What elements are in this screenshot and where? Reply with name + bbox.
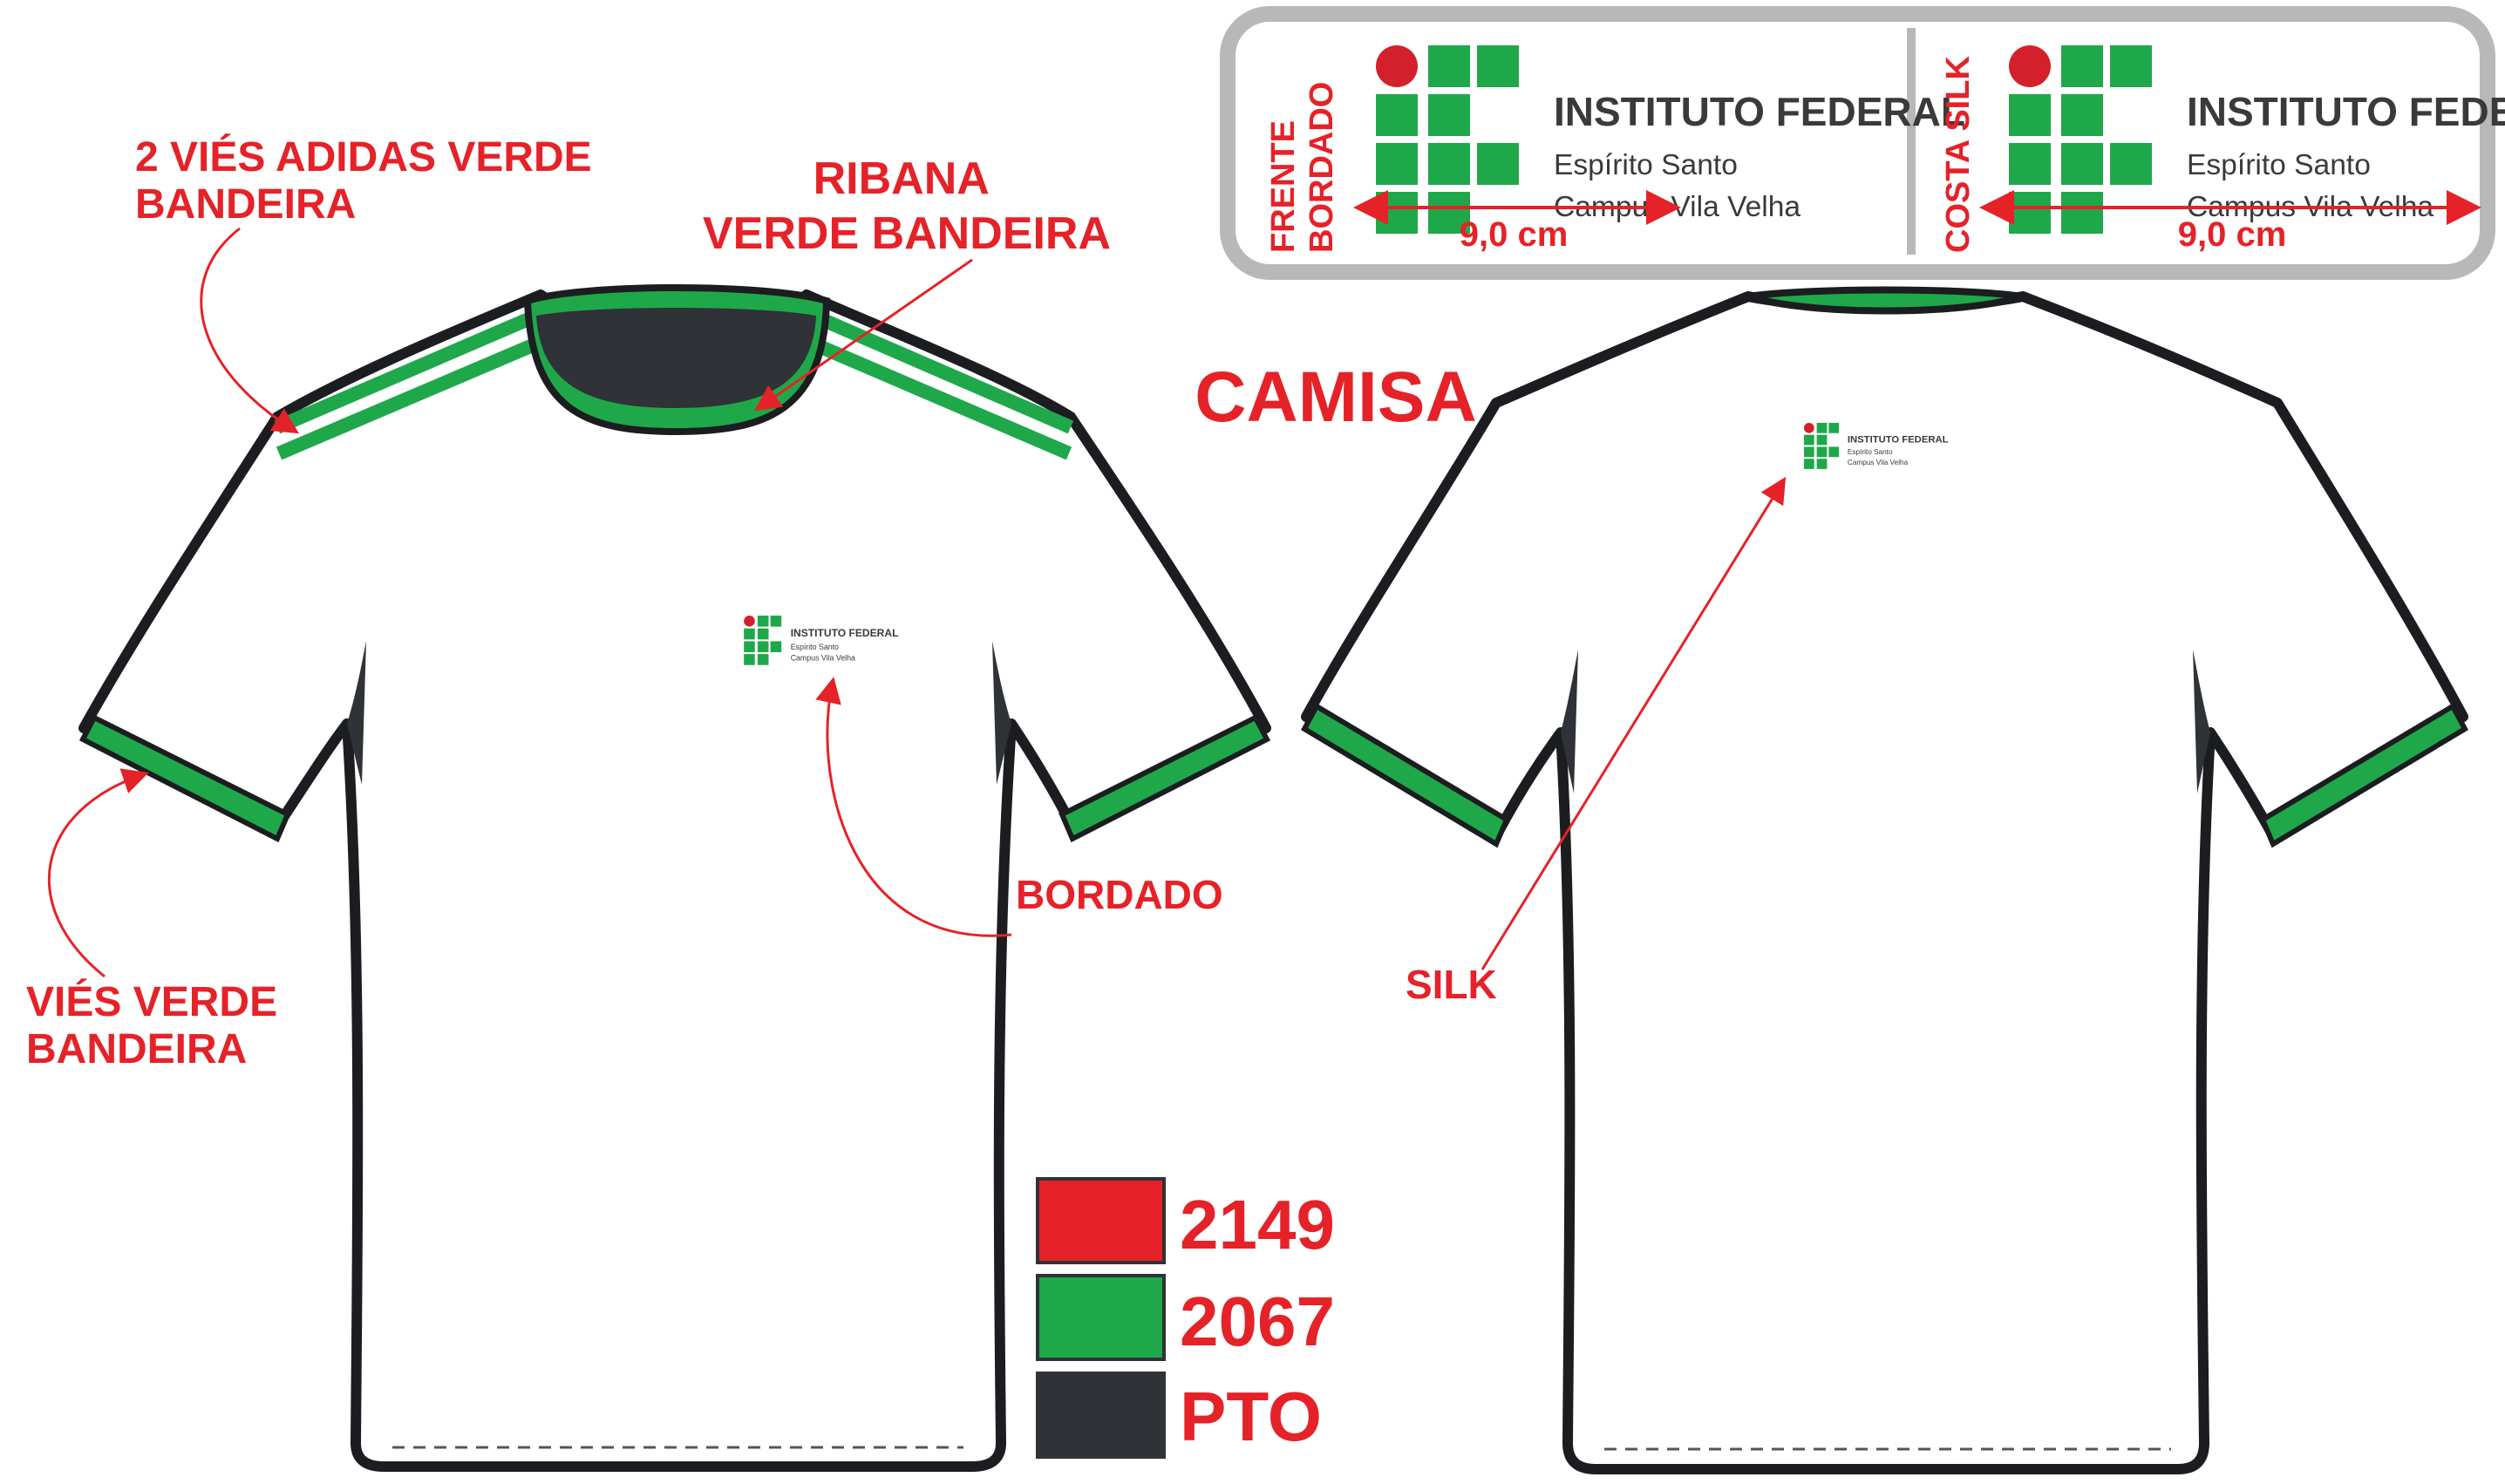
diagram-title: CAMISA	[1195, 357, 1476, 437]
back-width-label: 9,0 cm	[2178, 215, 2287, 254]
callout-shoulder-stripes: 2 VIÉS ADIDAS VERDE BANDEIRA	[135, 133, 603, 434]
callout-collar-label: RIBANA VERDE BANDEIRA	[703, 153, 1111, 259]
legend-swatch-black	[1036, 1372, 1166, 1459]
callout-embroidery-label: BORDADO	[1016, 872, 1223, 917]
callout-shoulder-stripes-label: 2 VIÉS ADIDAS VERDE BANDEIRA	[135, 133, 603, 228]
legend-code-black: PTO	[1180, 1378, 1322, 1455]
svg-text:INSTITUTO FEDERAL: INSTITUTO FEDERAL	[2187, 89, 2505, 134]
legend-code-red: 2149	[1180, 1186, 1335, 1263]
callout-sleeve-trim: VIÉS VERDE BANDEIRA	[26, 768, 289, 1072]
back-silk-logo: INSTITUTO FEDERAL Espírito Santo Campus …	[1803, 422, 1949, 469]
front-shirt-body	[78, 289, 1271, 1472]
svg-text:Espírito Santo: Espírito Santo	[1554, 149, 1738, 181]
callout-silk-arrow	[1481, 476, 1787, 970]
front-collar	[523, 284, 831, 436]
svg-text:Espírito Santo: Espírito Santo	[791, 643, 839, 651]
legend-swatch-green	[1036, 1274, 1166, 1361]
front-shirt: INSTITUTO FEDERAL Espírito Santo Campus …	[78, 284, 1271, 1472]
front-left-cuff	[78, 713, 291, 843]
callout-silk: SILK	[1406, 476, 1787, 1007]
svg-text:INSTITUTO FEDERAL: INSTITUTO FEDERAL	[791, 627, 899, 639]
callout-silk-label: SILK	[1406, 962, 1497, 1007]
callout-sleeve-trim-label: VIÉS VERDE BANDEIRA	[26, 978, 289, 1072]
svg-text:Espírito Santo: Espírito Santo	[2187, 149, 2371, 181]
front-side-shadow-left	[347, 641, 366, 785]
back-collar	[1746, 286, 2025, 315]
callout-embroidery-arrow	[815, 677, 1012, 937]
color-legend: 2149 2067 PTO	[1036, 1177, 1335, 1459]
back-silk-spec: COSTA SILK INSTITUTO FEDERAL Espírito Sa…	[1940, 45, 2505, 254]
front-width-label: 9,0 cm	[1460, 215, 1569, 254]
back-shirt-body	[1301, 291, 2468, 1474]
legend-swatch-red	[1036, 1177, 1166, 1264]
logo-spec-box: FRENTE BORDADO INSTITUTO FEDERAL Espírit…	[1220, 6, 2505, 280]
callout-collar-arrow	[754, 258, 973, 412]
back-shirt: INSTITUTO FEDERAL Espírito Santo Campus …	[1301, 286, 2468, 1474]
back-right-cuff	[2259, 702, 2468, 848]
front-shoulder-stripes	[274, 307, 1074, 460]
callout-sleeve-trim-arrow	[48, 768, 149, 978]
svg-text:INSTITUTO FEDERAL: INSTITUTO FEDERAL	[1554, 89, 1965, 134]
svg-text:Espírito Santo: Espírito Santo	[1848, 448, 1893, 456]
front-label: FRENTE BORDADO	[1265, 82, 1340, 253]
back-side-shadow-left	[1561, 650, 1578, 793]
front-chest-logo: INSTITUTO FEDERAL Espírito Santo Campus …	[744, 616, 898, 665]
back-left-cuff	[1301, 702, 1510, 848]
svg-text:Campus Vila Velha: Campus Vila Velha	[791, 654, 855, 663]
back-side-shadow-right	[2193, 650, 2210, 793]
front-right-cuff	[1058, 713, 1271, 843]
front-embroidery-spec: FRENTE BORDADO INSTITUTO FEDERAL Espírit…	[1265, 45, 1965, 254]
legend-code-green: 2067	[1180, 1283, 1335, 1360]
callout-collar: RIBANA VERDE BANDEIRA	[703, 153, 1111, 412]
callout-shoulder-stripes-arrow	[200, 227, 300, 434]
callout-embroidery: BORDADO	[815, 677, 1223, 937]
svg-text:INSTITUTO FEDERAL: INSTITUTO FEDERAL	[1848, 435, 1949, 446]
back-label: COSTA SILK	[1940, 56, 1977, 253]
front-side-shadow-right	[992, 641, 1011, 785]
svg-text:Campus Vila Velha: Campus Vila Velha	[1848, 459, 1909, 466]
